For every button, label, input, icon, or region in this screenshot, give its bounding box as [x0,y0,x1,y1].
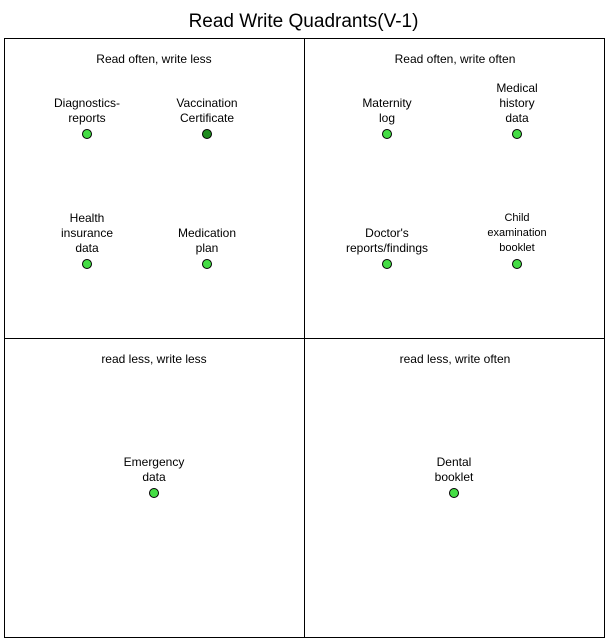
item-label: Medical history data [496,81,538,125]
item-label: Child examination booklet [487,212,547,254]
item-dot [202,259,212,269]
item-doctors-reports-findings: Doctor's reports/findings [327,212,447,269]
item-dot [202,129,212,139]
quadrant-label-read-less-write-often: read less, write often [399,352,511,366]
quadrant-label-read-less-write-less: read less, write less [101,352,207,366]
item-dot [449,488,459,498]
diagram-title: Read Write Quadrants(V-1) [188,11,419,32]
item-dot [149,488,159,498]
item-dot [82,259,92,269]
item-medication-plan: Medication plan [147,212,267,269]
item-emergency-data: Emergency data [94,441,214,498]
item-label: Diagnostics- reports [53,96,121,125]
item-label: Medication plan [177,226,237,255]
item-label: Health insurance data [60,211,114,255]
item-maternity-log: Maternity log [327,82,447,139]
quadrant-label-read-often-write-less: Read often, write less [96,52,212,66]
horizontal-divider [4,338,605,339]
item-dot [512,129,522,139]
item-label: Doctor's reports/findings [345,226,429,255]
item-health-insurance-data: Health insurance data [27,197,147,269]
item-label: Vaccination Certificate [176,96,238,125]
item-medical-history-data: Medical history data [457,67,577,139]
item-dental-booklet: Dental booklet [394,441,514,498]
item-dot [82,129,92,139]
item-label: Emergency data [123,455,185,484]
item-label: Maternity log [362,96,412,125]
quadrant-label-read-often-write-often: Read often, write often [394,52,516,66]
item-dot [382,129,392,139]
item-diagnostics-reports: Diagnostics- reports [27,82,147,139]
item-dot [512,259,522,269]
item-child-examination-booklet: Child examination booklet [457,197,577,269]
item-vaccination-certificate: Vaccination Certificate [147,82,267,139]
item-label: Dental booklet [434,455,474,484]
item-dot [382,259,392,269]
